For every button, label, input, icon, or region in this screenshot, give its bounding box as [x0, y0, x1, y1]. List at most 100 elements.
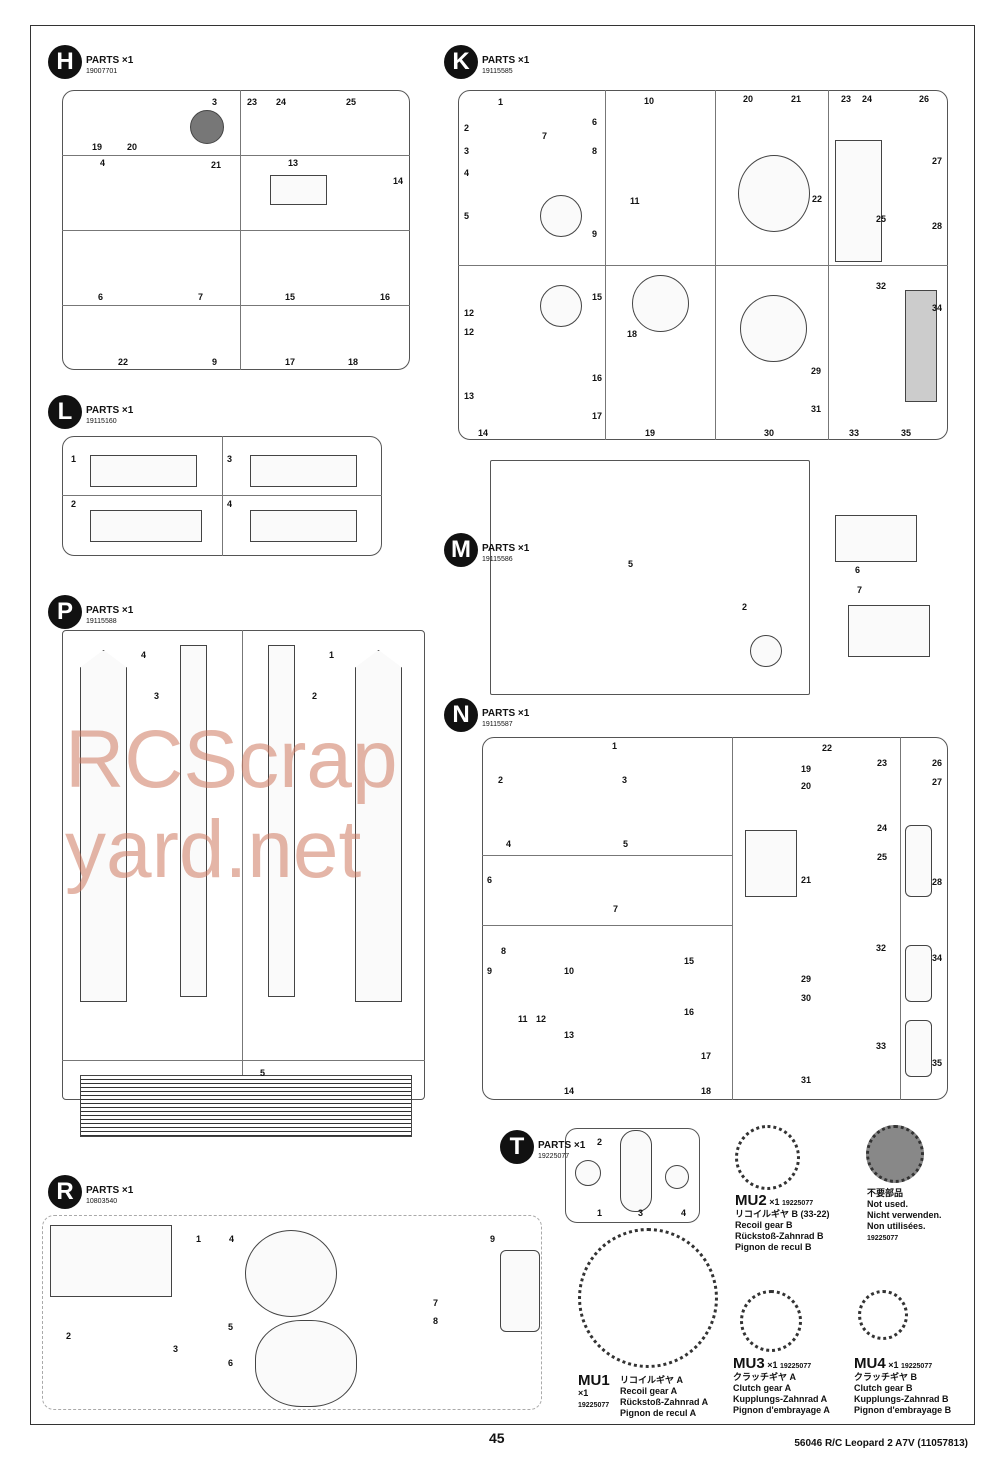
- gear-name-fr: Pignon d'embrayage B: [854, 1405, 952, 1415]
- part-shape: [50, 1225, 172, 1297]
- part-number-label: 33: [876, 1041, 887, 1051]
- parts-title-H: PARTS ×1: [86, 55, 134, 66]
- unused-de: Nicht verwenden.: [867, 1210, 942, 1220]
- part-number-label: 9: [592, 229, 598, 239]
- part-number-label: 21: [791, 94, 802, 104]
- parts-code-L: 19115160: [86, 418, 117, 425]
- part-shape: [745, 830, 797, 897]
- parts-code-P: 19115588: [86, 618, 117, 625]
- gear-unused: [866, 1125, 924, 1183]
- part-number-label: 30: [764, 428, 775, 438]
- part-number-label: 11: [630, 196, 640, 206]
- divider: [62, 230, 410, 231]
- part-number-label: 24: [862, 94, 873, 104]
- part-shape: [250, 455, 357, 487]
- unused-code: 19225077: [867, 1235, 899, 1242]
- part-shape: [740, 295, 807, 362]
- part-number-label: 6: [487, 875, 493, 885]
- part-number-label: 35: [932, 1058, 943, 1068]
- part-shape: [632, 275, 689, 332]
- part-number-label: 1: [196, 1234, 202, 1244]
- part-number-label: 2: [464, 123, 470, 133]
- section-badge-T: T: [500, 1130, 534, 1164]
- part-number-label: 4: [227, 499, 233, 509]
- part-number-label: 1: [612, 741, 618, 751]
- parts-code-M: 19115586: [482, 556, 513, 563]
- part-number-label: 18: [348, 357, 359, 367]
- part-number-label: 8: [592, 146, 598, 156]
- part-number-label: 5: [464, 211, 470, 221]
- section-badge-R: R: [48, 1175, 82, 1209]
- part-number-label: 4: [506, 839, 512, 849]
- part-number-label: 23: [877, 758, 888, 768]
- divider: [715, 90, 716, 440]
- divider: [62, 155, 410, 156]
- part-number-label: 14: [478, 428, 489, 438]
- gear-name-de: Rückstoß-Zahnrad B: [735, 1231, 824, 1241]
- part-shape: [90, 510, 202, 542]
- part-number-label: 27: [932, 156, 943, 166]
- part-shape: [90, 455, 197, 487]
- part-number-label: 7: [613, 904, 619, 914]
- gear-code: 19225077: [578, 1402, 610, 1409]
- part-number-label: 7: [857, 585, 863, 595]
- part-number-label: 14: [393, 176, 404, 186]
- part-number-label: 16: [592, 373, 603, 383]
- part-number-label: 9: [490, 1234, 496, 1244]
- gear-mu3: [740, 1290, 802, 1352]
- sprue-M: [490, 460, 810, 695]
- part-number-label: 5: [260, 1068, 266, 1078]
- part-number-label: 4: [229, 1234, 235, 1244]
- part-number-label: 5: [628, 559, 634, 569]
- divider: [222, 436, 223, 556]
- part-shape: [80, 1075, 412, 1137]
- part-shape: [905, 290, 937, 402]
- part-number-label: 21: [211, 160, 222, 170]
- page-border: [30, 25, 975, 1425]
- part-number-label: 15: [285, 292, 296, 302]
- part-number-label: 1: [597, 1208, 603, 1218]
- part-shape: [80, 650, 127, 1002]
- part-number-label: 32: [876, 281, 887, 291]
- part-shape: [575, 1160, 601, 1186]
- part-shape: [905, 945, 932, 1002]
- gear-name-de: Rückstoß-Zahnrad A: [620, 1397, 709, 1407]
- model-title: 56046 R/C Leopard 2 A7V (11057813): [794, 1438, 968, 1449]
- part-number-label: 19: [92, 142, 103, 152]
- part-number-label: 28: [932, 221, 943, 231]
- gear-id: MU2: [735, 1192, 767, 1209]
- part-number-label: 2: [312, 691, 318, 701]
- part-shape: [540, 285, 582, 327]
- parts-title-N: PARTS ×1: [482, 708, 530, 719]
- unused-fr: Non utilisées.: [867, 1221, 926, 1231]
- part-number-label: 1: [498, 97, 504, 107]
- gear-name-de: Kupplungs-Zahnrad B: [854, 1394, 949, 1404]
- part-number-label: 2: [498, 775, 504, 785]
- parts-code-R: 10803540: [86, 1198, 118, 1205]
- gear-name-en: Recoil gear B: [735, 1220, 793, 1230]
- part-number-label: 12: [464, 327, 475, 337]
- part-number-label: 9: [487, 966, 493, 976]
- part-number-label: 26: [932, 758, 943, 768]
- section-badge-N: N: [444, 698, 478, 732]
- part-number-label: 28: [932, 877, 943, 887]
- section-badge-H: H: [48, 45, 82, 79]
- gear-id: MU3: [733, 1355, 765, 1372]
- part-shape: [905, 825, 932, 897]
- part-shape: [738, 155, 810, 232]
- gear-qty: ×1: [888, 1360, 899, 1370]
- gear-name-en: Clutch gear A: [733, 1383, 792, 1393]
- parts-code-H: 19007701: [86, 68, 118, 75]
- part-number-label: 4: [681, 1208, 687, 1218]
- part-shape: [620, 1130, 652, 1212]
- part-number-label: 33: [849, 428, 860, 438]
- part-number-label: 29: [801, 974, 812, 984]
- part-number-label: 20: [127, 142, 138, 152]
- part-number-label: 14: [564, 1086, 575, 1096]
- part-number-label: 3: [212, 97, 218, 107]
- part-number-label: 13: [464, 391, 475, 401]
